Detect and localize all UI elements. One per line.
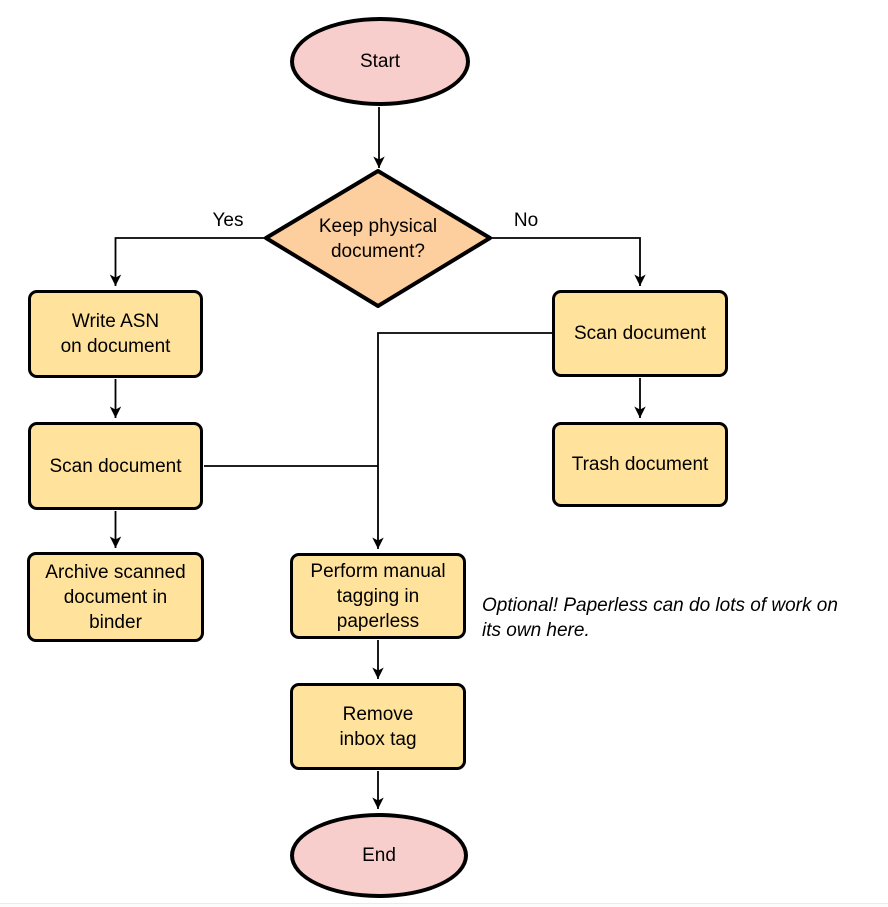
edge-scan-right-to-tagging: [372, 332, 552, 549]
node-archive-binder-label: Archive scanned: [45, 561, 186, 583]
node-archive-binder-label: binder: [89, 611, 142, 633]
decision-diamond-shape: [264, 169, 492, 308]
node-remove-inbox-tag: Remove inbox tag: [290, 683, 466, 770]
node-write-asn-label: on document: [60, 336, 171, 357]
decision-label-line: document?: [330, 240, 425, 262]
page-below-area: [0, 904, 888, 907]
node-archive-binder-label: document in: [63, 586, 168, 608]
node-manual-tagging-label: paperless: [336, 610, 420, 632]
node-scan-document-left-label: Scan document: [49, 455, 182, 477]
node-manual-tagging-label: tagging in: [336, 585, 420, 607]
edge-label-yes: Yes: [212, 210, 244, 231]
node-decision-keep-physical: Keep physical document?: [266, 171, 490, 306]
node-remove-inbox-tag-label: inbox tag: [339, 728, 417, 750]
node-scan-document-right: Scan document: [552, 290, 728, 377]
annotation-line: its own here.: [482, 620, 590, 641]
node-trash-document-label: Trash document: [571, 454, 709, 475]
node-write-asn-label: Write ASN: [71, 311, 160, 332]
edge-label-no: No: [513, 210, 539, 231]
edge-decision-no-to-scan-right: [490, 237, 646, 286]
node-scan-document-right-label: Scan document: [573, 323, 707, 344]
node-end: End: [290, 813, 468, 898]
decision-label-line: Keep physical: [318, 215, 438, 237]
node-scan-document-left: Scan document: [28, 422, 203, 510]
node-start: Start: [290, 17, 470, 106]
node-remove-inbox-tag-label: Remove: [342, 703, 414, 725]
node-trash-document: Trash document: [552, 422, 728, 507]
node-write-asn: Write ASN on document: [28, 290, 203, 378]
node-archive-binder: Archive scanned document in binder: [27, 552, 204, 642]
node-end-label: End: [362, 845, 396, 866]
page-bottom-border: [0, 903, 888, 904]
annotation-optional-note: Optional! Paperless can do lots of work …: [482, 593, 838, 643]
edge-decision-yes-to-write-asn: [109, 237, 266, 286]
annotation-line: Optional! Paperless can do lots of work …: [482, 595, 838, 616]
node-manual-tagging: Perform manual tagging in paperless: [290, 553, 466, 639]
node-start-label: Start: [359, 51, 401, 72]
node-manual-tagging-label: Perform manual: [310, 560, 446, 582]
